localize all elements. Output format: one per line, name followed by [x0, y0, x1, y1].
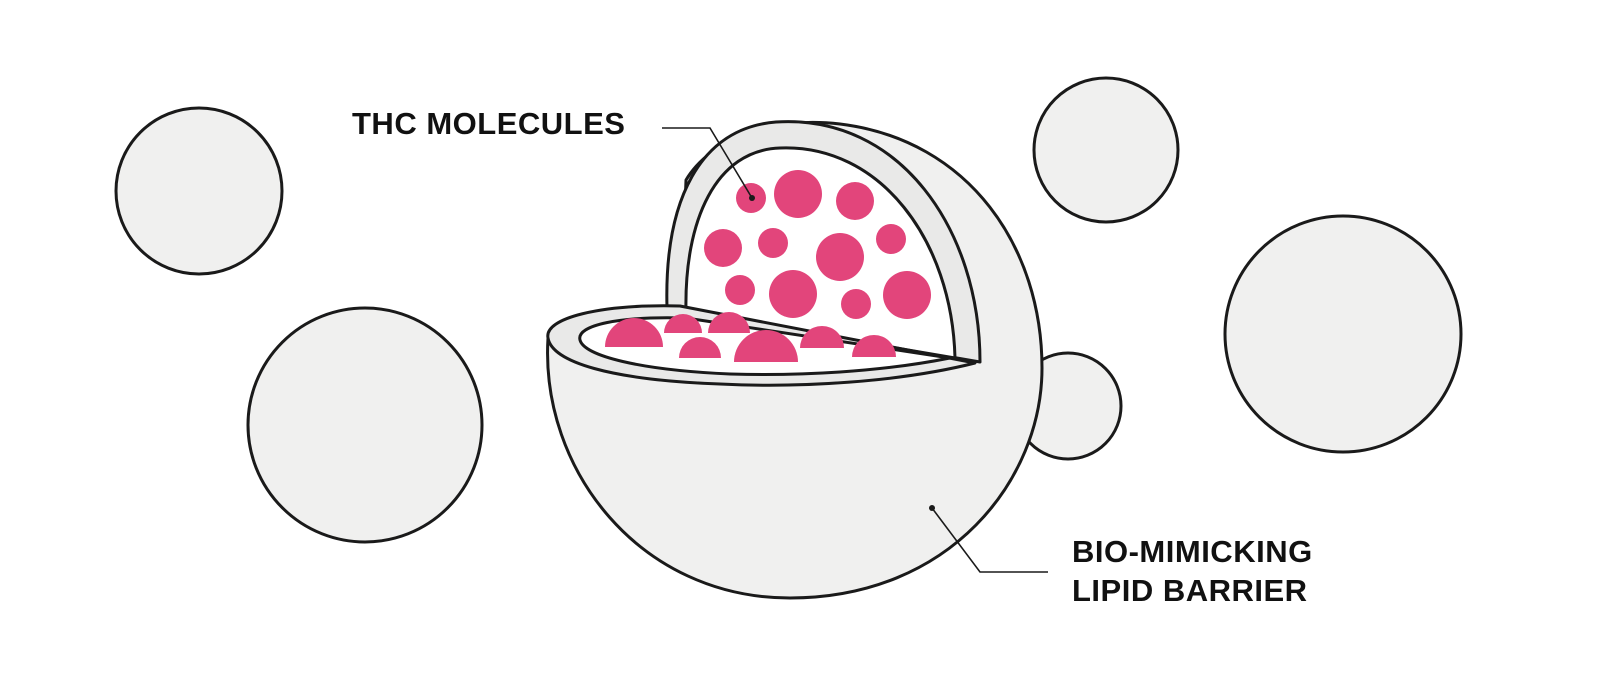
bubble-right-large [1223, 214, 1463, 454]
thc-molecules-back [704, 170, 931, 319]
leader-dots [749, 195, 935, 511]
molecule [774, 170, 822, 218]
molecule-half [605, 318, 663, 347]
molecule [841, 289, 871, 319]
molecule [876, 224, 906, 254]
lipid-barrier-label: BIO-MIMICKING LIPID BARRIER [1072, 532, 1313, 610]
thc-leader-line [662, 127, 753, 199]
molecule [836, 182, 874, 220]
molecule [769, 270, 817, 318]
bubble-left-top [114, 106, 284, 276]
molecule-half [708, 312, 750, 333]
molecule-half [734, 330, 798, 362]
thc-leader-dot [749, 195, 755, 201]
molecule-half [852, 335, 896, 357]
bubble-left-bottom [246, 306, 484, 544]
thc-molecules-label: THC MOLECULES [352, 106, 626, 141]
lipid-barrier-label-line2: LIPID BARRIER [1072, 573, 1308, 608]
barrier-leader-line [931, 507, 1048, 573]
molecule-half [800, 326, 844, 348]
molecule [816, 233, 864, 281]
molecule [758, 228, 788, 258]
barrier-leader-dot [929, 505, 935, 511]
leader-lines [662, 127, 1048, 573]
molecule [704, 229, 742, 267]
bubble-right-top [1032, 76, 1180, 224]
lipid-barrier-label-line1: BIO-MIMICKING [1072, 534, 1313, 569]
molecule [725, 275, 755, 305]
molecule-half [664, 314, 702, 333]
molecule-half [679, 337, 721, 358]
thc-molecules-cut [605, 312, 896, 362]
molecule [883, 271, 931, 319]
